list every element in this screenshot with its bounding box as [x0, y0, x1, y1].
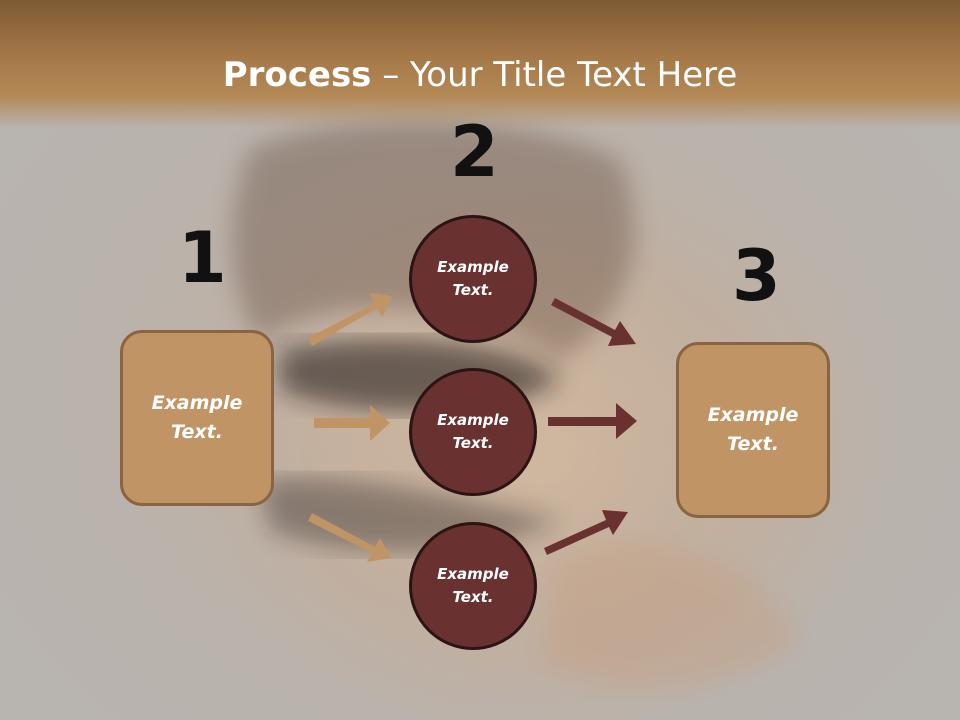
arrow-right-middle: [548, 403, 637, 439]
arrow-left-middle: [314, 405, 390, 441]
circle-top: Example Text.: [409, 215, 537, 343]
circle-bottom: Example Text.: [409, 522, 537, 650]
header-band: [0, 0, 960, 128]
title-bold: Process: [222, 55, 372, 95]
arrow-right-down: [551, 298, 636, 346]
right-box-text: Example Text.: [707, 404, 799, 455]
step-number-2: 2: [450, 111, 499, 193]
step-number-3: 3: [732, 235, 781, 317]
step-number-1: 1: [178, 217, 227, 299]
circle-middle: Example Text.: [409, 368, 537, 496]
circle-bottom-text: Example Text.: [437, 565, 509, 606]
arrow-right-up: [544, 510, 628, 555]
circle-middle-text: Example Text.: [437, 411, 509, 452]
left-box-text: Example Text.: [151, 392, 243, 443]
arrow-left-up: [308, 293, 393, 346]
title-rest: – Your Title Text Here: [371, 55, 738, 95]
slide-title: Process – Your Title Text Here: [0, 52, 960, 98]
circle-top-text: Example Text.: [437, 258, 509, 299]
left-process-box: Example Text.: [120, 330, 274, 506]
right-process-box: Example Text.: [676, 342, 830, 518]
arrow-left-down: [308, 513, 391, 562]
